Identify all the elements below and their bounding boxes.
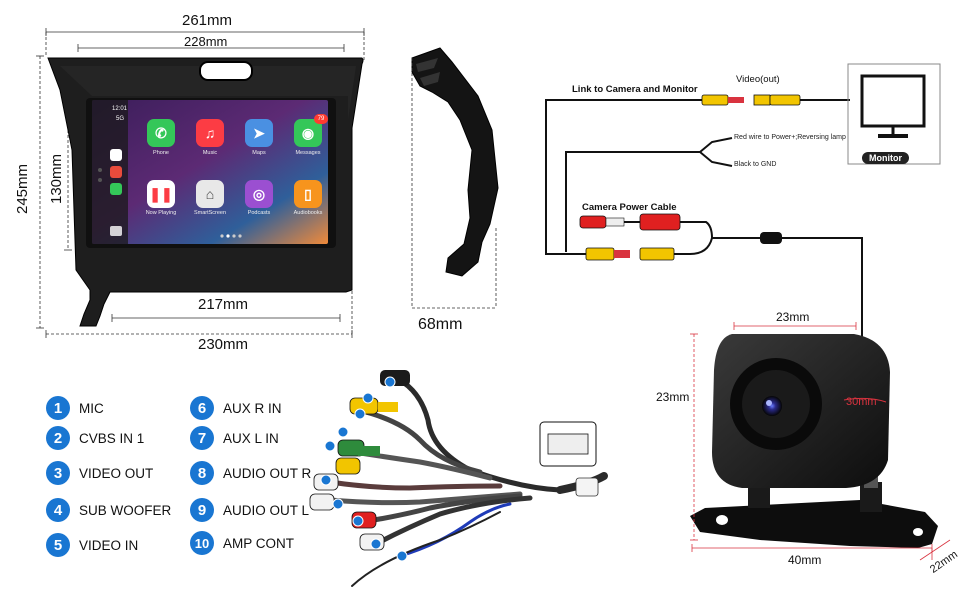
legend-label: VIDEO IN (79, 537, 139, 553)
legend-number: 8 (190, 461, 214, 485)
app-label-messages: Messages (295, 150, 321, 156)
legend-item-sub-woofer: 4 SUB WOOFER (46, 498, 171, 522)
dim-height-outer: 245mm (14, 163, 31, 214)
legend-label: MIC (79, 400, 104, 416)
camera-dimensions (690, 322, 951, 561)
legend-item-amp-cont: 10 AMP CONT (190, 531, 294, 555)
wiring-connectors (579, 94, 801, 261)
legend-number: 3 (46, 461, 70, 485)
legend-number: 7 (190, 426, 214, 450)
legend-label: VIDEO OUT (79, 465, 154, 481)
app-label-phone: Phone (153, 150, 169, 156)
app-label-podcasts: Podcasts (247, 210, 271, 216)
legend-item-aux-l-in: 7 AUX L IN (190, 426, 279, 450)
home-icon[interactable]: ⌂ (196, 180, 224, 208)
monitor-label: Monitor (862, 152, 909, 164)
legend-item-aux-r-in: 6 AUX R IN (190, 396, 282, 420)
dim-camera-depth: 30mm (846, 396, 877, 408)
app-label-smartscreen: SmartScreen (193, 210, 227, 216)
legend-number: 2 (46, 426, 70, 450)
app-label-maps: Maps (252, 150, 266, 156)
screen-page-dots (220, 234, 242, 238)
legend-number: 9 (190, 498, 214, 522)
legend-item-audio-out-l: 9 AUDIO OUT L (190, 498, 309, 522)
legend-number: 6 (190, 396, 214, 420)
link-camera-monitor-label: Link to Camera and Monitor (572, 84, 698, 95)
side-bracket (411, 47, 499, 277)
video-out-label: Video(out) (736, 74, 780, 85)
podcasts-icon[interactable]: ◎ (245, 180, 273, 208)
legend-item-audio-out-r: 8 AUDIO OUT R (190, 461, 311, 485)
monitor-icon (847, 63, 941, 165)
black-wire-label: Black to GND (734, 161, 777, 168)
red-wire-label: Red wire to Power+;Reversing lamp (734, 134, 846, 141)
legend-number: 1 (46, 396, 70, 420)
legend-label: AUX L IN (223, 430, 279, 446)
dim-height-inner: 130mm (48, 153, 65, 204)
camera-power-cable-label: Camera Power Cable (582, 202, 677, 213)
app-label-music: Music (202, 150, 218, 156)
messages-badge: 79 (314, 114, 328, 124)
screen-sidebar (110, 149, 122, 236)
legend-label: AUDIO OUT L (223, 502, 310, 518)
dim-camera-height: 23mm (656, 390, 690, 404)
legend-number: 5 (46, 533, 70, 557)
dim-camera-width: 23mm (776, 310, 810, 324)
dim-camera-bracket-width: 40mm (788, 553, 822, 567)
legend-label: SUB WOOFER (79, 502, 172, 518)
head-unit-dimensions (36, 28, 365, 338)
dim-screen-width: 217mm (198, 296, 249, 313)
legend-item-video-out: 3 VIDEO OUT (46, 461, 153, 485)
phone-icon[interactable]: ✆ (147, 119, 175, 147)
dim-bracket-depth: 68mm (418, 316, 463, 333)
legend-number: 10 (190, 531, 214, 555)
harness-number-markers (320, 376, 408, 562)
screen-signal: 5G (116, 116, 125, 122)
now-playing-icon[interactable]: ❚❚ (147, 180, 175, 208)
legend-label: AUDIO OUT R (223, 465, 312, 481)
legend-item-mic: 1 MIC (46, 396, 104, 420)
legend-label: AMP CONT (223, 535, 295, 551)
legend-label: CVBS IN 1 (79, 430, 145, 446)
legend-label: AUX R IN (223, 400, 282, 416)
maps-icon[interactable]: ➤ (245, 119, 273, 147)
legend-number: 4 (46, 498, 70, 522)
legend-item-video-in: 5 VIDEO IN (46, 533, 138, 557)
legend-item-cvbs-in-1: 2 CVBS IN 1 (46, 426, 144, 450)
app-label-now-playing: Now Playing (145, 210, 177, 216)
app-label-audiobooks: Audiobooks (293, 210, 323, 216)
dim-width-inner: 228mm (184, 34, 228, 49)
screen-time: 12:01 (112, 106, 128, 112)
camera-image (690, 334, 938, 548)
audiobooks-icon[interactable]: ▯ (294, 180, 322, 208)
music-icon[interactable]: ♫ (196, 119, 224, 147)
dim-width-outer: 261mm (182, 12, 233, 29)
dim-base-width: 230mm (198, 336, 249, 353)
bracket-dimension (411, 58, 497, 309)
